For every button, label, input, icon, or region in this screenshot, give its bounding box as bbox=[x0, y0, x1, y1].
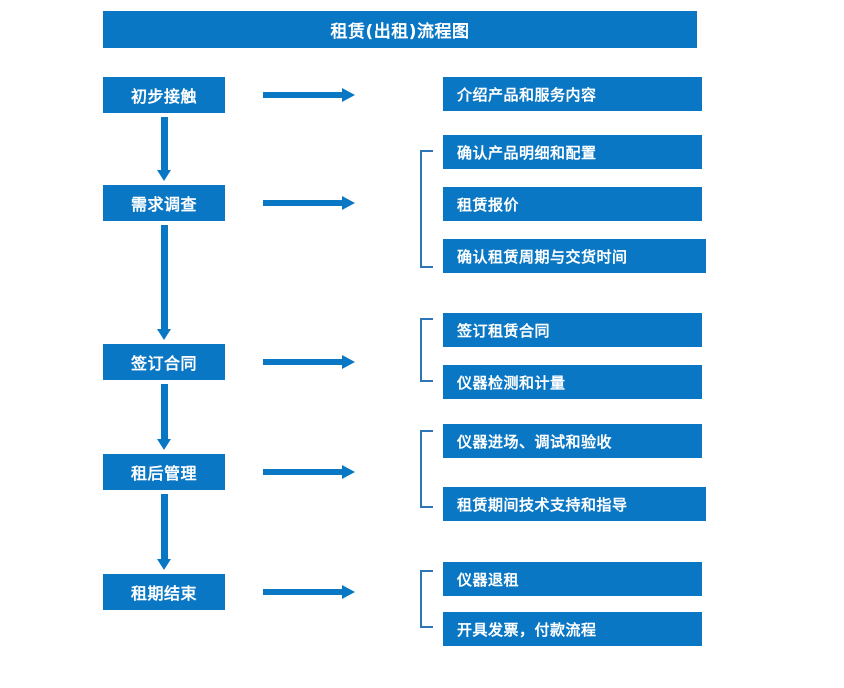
arrow-head bbox=[342, 88, 355, 102]
detail-box-que-ren-zu-lin-zhou-qi[interactable]: 确认租赁周期与交货时间 bbox=[443, 239, 706, 273]
arrow-shaft bbox=[161, 117, 168, 170]
group-bracket-zu-qi-jie-shu bbox=[420, 570, 433, 628]
detail-box-yi-qi-tui-zu[interactable]: 仪器退租 bbox=[443, 562, 702, 596]
right-arrow-icon-stage5 bbox=[263, 585, 355, 599]
group-bracket-xu-qiu-diao-cha bbox=[420, 150, 433, 268]
detail-box-kai-ju-fa-piao[interactable]: 开具发票，付款流程 bbox=[443, 612, 702, 646]
arrow-shaft bbox=[263, 589, 343, 595]
arrow-head bbox=[157, 439, 171, 450]
arrow-head bbox=[342, 585, 355, 599]
arrow-shaft bbox=[263, 92, 343, 98]
right-arrow-icon-stage1 bbox=[263, 88, 355, 102]
detail-box-que-ren-chan-pin-ming-xi[interactable]: 确认产品明细和配置 bbox=[443, 135, 702, 169]
arrow-shaft bbox=[263, 200, 343, 206]
detail-box-zu-lin-bao-jia[interactable]: 租赁报价 bbox=[443, 187, 702, 221]
stage-box-zu-hou-guan-li[interactable]: 租后管理 bbox=[103, 454, 225, 490]
arrow-head bbox=[342, 465, 355, 479]
detail-box-yi-qi-jin-chang-tiao-shi[interactable]: 仪器进场、调试和验收 bbox=[443, 424, 702, 458]
down-arrow-icon-stage3-stage4 bbox=[157, 384, 171, 450]
right-arrow-icon-stage2 bbox=[263, 196, 355, 210]
arrow-head bbox=[157, 559, 171, 570]
arrow-head bbox=[342, 196, 355, 210]
arrow-shaft bbox=[161, 384, 168, 439]
arrow-head bbox=[342, 355, 355, 369]
arrow-shaft bbox=[161, 225, 168, 329]
arrow-shaft bbox=[263, 359, 343, 365]
group-bracket-qian-ding-he-tong bbox=[420, 318, 433, 382]
detail-box-zu-lin-qi-jian-ji-shu-zhi-chi[interactable]: 租赁期间技术支持和指导 bbox=[443, 487, 706, 521]
down-arrow-icon-stage2-stage3 bbox=[157, 225, 171, 340]
down-arrow-icon-stage4-stage5 bbox=[157, 494, 171, 570]
stage-box-xu-qiu-diao-cha[interactable]: 需求调查 bbox=[103, 185, 225, 221]
detail-box-qian-ding-zu-lin-he-tong[interactable]: 签订租赁合同 bbox=[443, 313, 702, 347]
arrow-shaft bbox=[161, 494, 168, 559]
diagram-title: 租赁(出租)流程图 bbox=[103, 11, 697, 48]
arrow-shaft bbox=[263, 469, 343, 475]
stage-box-chu-bu-jie-chu[interactable]: 初步接触 bbox=[103, 77, 225, 113]
arrow-head bbox=[157, 329, 171, 340]
right-arrow-icon-stage3 bbox=[263, 355, 355, 369]
right-arrow-icon-stage4 bbox=[263, 465, 355, 479]
stage-box-zu-qi-jie-shu[interactable]: 租期结束 bbox=[103, 574, 225, 610]
group-bracket-zu-hou-guan-li bbox=[420, 430, 433, 508]
detail-box-jie-shao-chan-pin[interactable]: 介绍产品和服务内容 bbox=[443, 77, 702, 111]
arrow-head bbox=[157, 170, 171, 181]
detail-box-yi-qi-jian-ce-he-ji-liang[interactable]: 仪器检测和计量 bbox=[443, 365, 702, 399]
stage-box-qian-ding-he-tong[interactable]: 签订合同 bbox=[103, 344, 225, 380]
down-arrow-icon-stage1-stage2 bbox=[157, 117, 171, 181]
